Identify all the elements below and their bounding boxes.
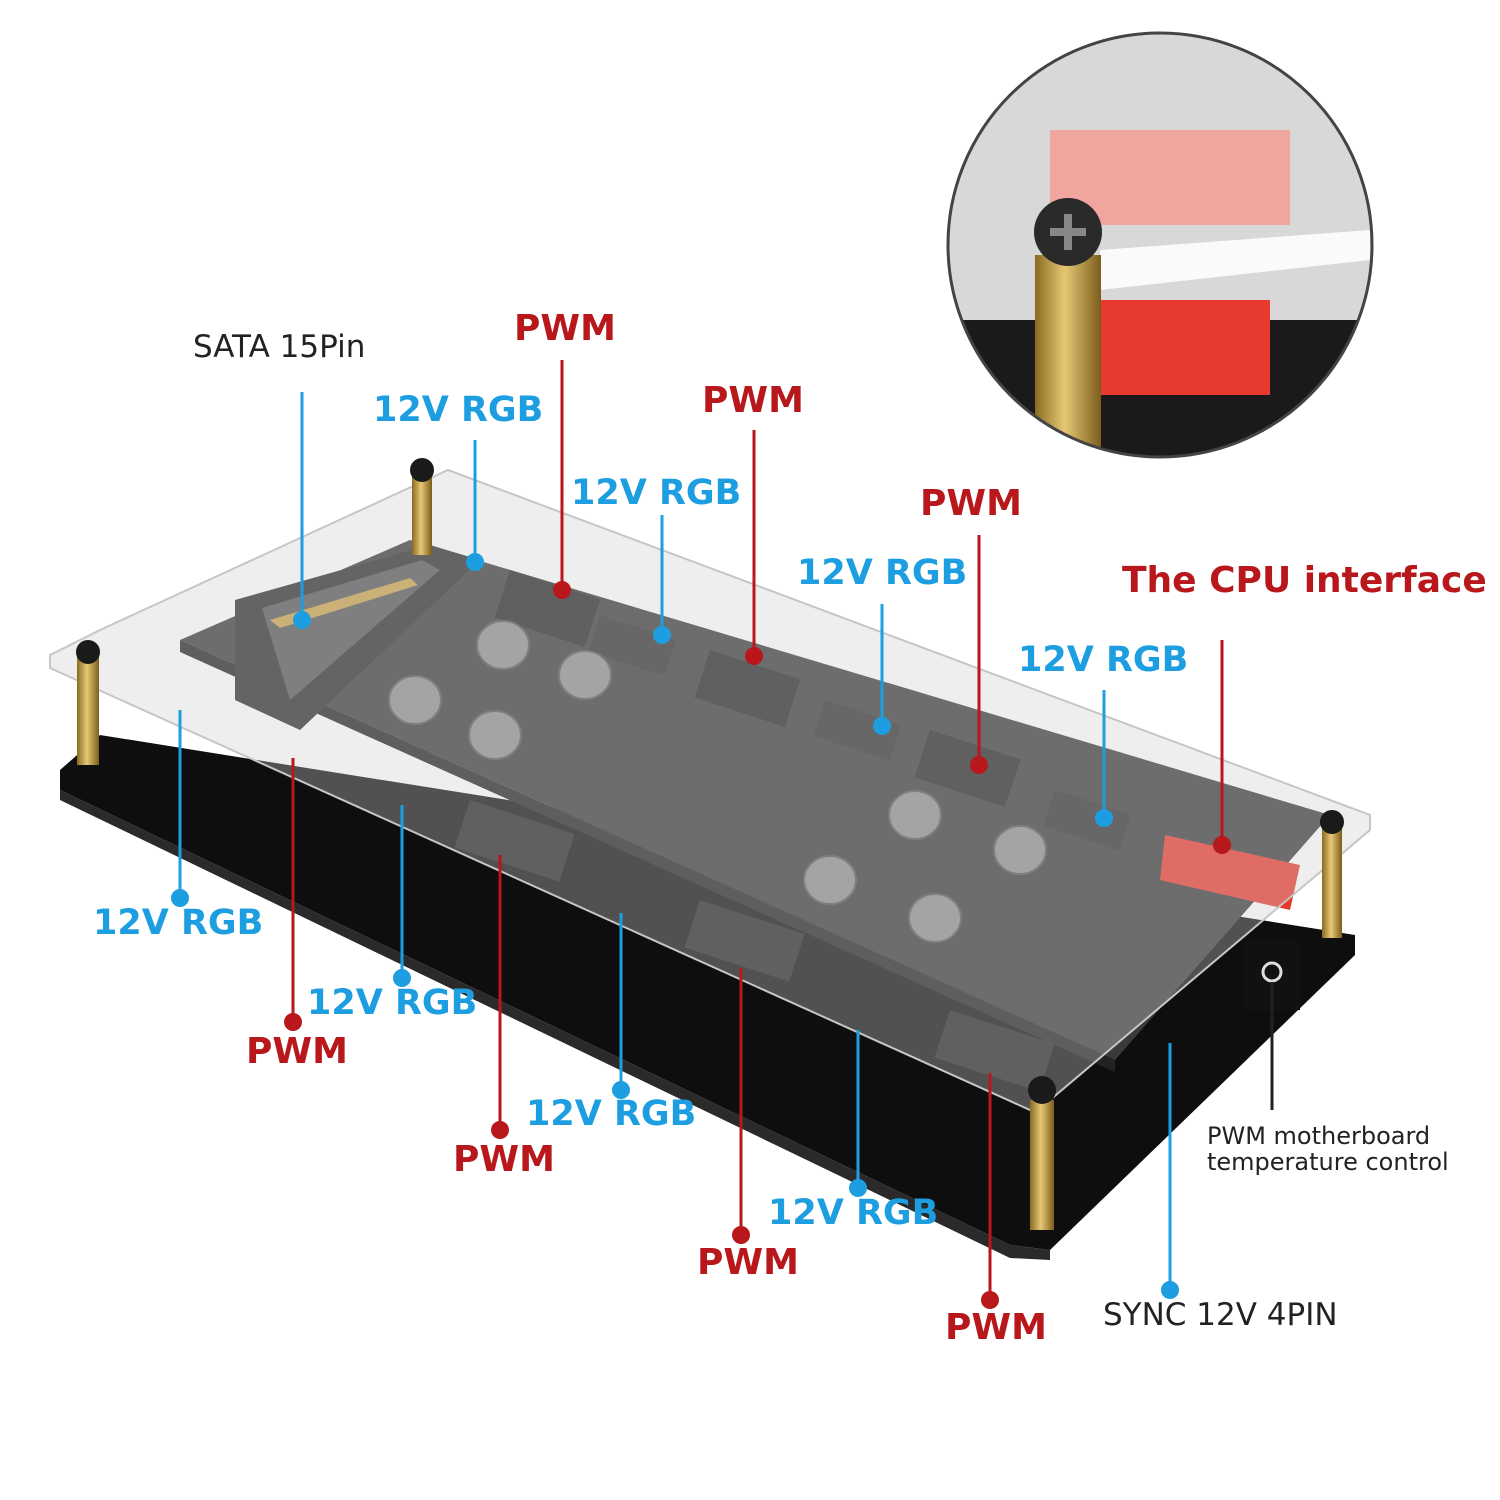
rgb-label-5: 12V RGB	[93, 903, 264, 943]
rgb-leader-4-dot	[1095, 809, 1113, 827]
pwm-label-6: PWM	[697, 1242, 799, 1283]
rgb-label-6: 12V RGB	[307, 983, 478, 1023]
sync-label: SYNC 12V 4PIN	[1103, 1297, 1338, 1333]
rgb-leader-5-dot	[171, 889, 189, 907]
rgb-label-8: 12V RGB	[768, 1193, 939, 1233]
sync-leader-dot	[1161, 1281, 1179, 1299]
sata-label: SATA 15Pin	[193, 329, 366, 365]
pwm-leader-5-dot	[491, 1121, 509, 1139]
acrylic-cover	[49, 468, 1371, 1112]
pwm-label-1: PWM	[514, 308, 616, 349]
inset-closeup	[946, 31, 1374, 459]
rgb-leader-7-dot	[612, 1081, 630, 1099]
rgb-leader-1-dot	[466, 553, 484, 571]
pwm-motherboard-line1: PWM motherboard	[1207, 1122, 1431, 1150]
pwm-label-5: PWM	[453, 1139, 555, 1180]
pwm-leader-2-dot	[745, 647, 763, 665]
brass-standoffs	[76, 458, 1344, 1230]
pcb-board	[180, 540, 1330, 1072]
rgb-label-4: 12V RGB	[1018, 640, 1189, 680]
pwm-leader-3-dot	[970, 756, 988, 774]
cpu-header	[1160, 835, 1300, 910]
pwm-label-7: PWM	[945, 1307, 1047, 1348]
pwm-label-2: PWM	[702, 380, 804, 421]
callout-leaders	[171, 360, 1274, 1309]
rgb-leader-6-dot	[393, 969, 411, 987]
rgb-leader-2-dot	[653, 626, 671, 644]
sata-connector	[235, 545, 480, 730]
pwm-label-4: PWM	[246, 1031, 348, 1072]
pwm-motherboard-label: PWM motherboard temperature control	[1207, 1123, 1449, 1175]
pwm-leader-6-dot	[732, 1226, 750, 1244]
rgb-leader-8-dot	[849, 1179, 867, 1197]
pwm-leader-1-dot	[553, 581, 571, 599]
rgb-leader-3-dot	[873, 717, 891, 735]
fan-headers	[454, 570, 1132, 1092]
pwm-leader-7-dot	[981, 1291, 999, 1309]
cpu-interface-label: The CPU interface	[1122, 560, 1487, 601]
pwm-motherboard-line2: temperature control	[1207, 1148, 1449, 1176]
rgb-label-1: 12V RGB	[373, 390, 544, 430]
pwm-leader-4-dot	[284, 1013, 302, 1031]
rgb-label-3: 12V RGB	[797, 553, 968, 593]
pwm-label-3: PWM	[920, 483, 1022, 524]
sata-leader-dot	[293, 611, 311, 629]
rgb-label-7: 12V RGB	[526, 1094, 697, 1134]
cpu-leader-dot	[1213, 836, 1231, 854]
capacitors	[388, 620, 1047, 943]
rgb-label-2: 12V RGB	[571, 473, 742, 513]
